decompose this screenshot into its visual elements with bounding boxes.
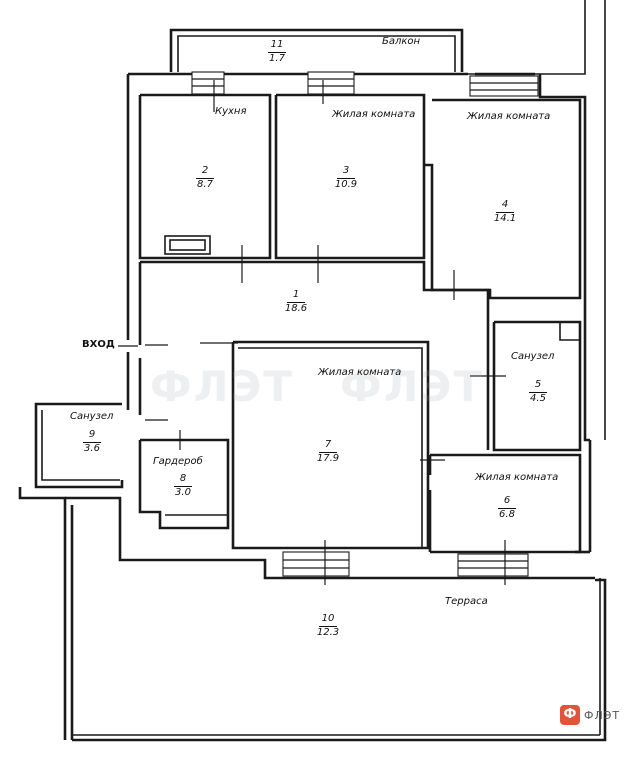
entrance-label: ВХОД [82, 339, 115, 350]
room-9-name: Санузел [70, 411, 114, 422]
room-10-name: Терраса [445, 596, 488, 607]
brand-logo-icon: Ф [560, 705, 580, 725]
bathroom9-walls [34, 402, 124, 489]
room3-walls [274, 93, 426, 260]
room-4-name: Жилая комната [467, 111, 551, 122]
kitchen-walls [138, 93, 272, 260]
room7-walls [231, 340, 430, 550]
room-11-name: Балкон [382, 36, 421, 47]
watermark-2: ФЛЭТ [340, 362, 485, 411]
room-6-name: Жилая комната [475, 472, 559, 483]
bathroom5-walls [492, 320, 582, 452]
exterior-walls [126, 72, 592, 554]
room-5-name: Санузел [511, 351, 555, 362]
watermark: ФЛЭТ [150, 362, 295, 411]
terrace-walls [18, 487, 607, 742]
room-7-name: Жилая комната [318, 367, 402, 378]
balcony-outline [169, 28, 464, 72]
hall-walls [140, 260, 490, 450]
brand-name: ФЛЭТ [584, 709, 621, 722]
room-8-name: Гардероб [153, 456, 203, 467]
room-3-name: Жилая комната [332, 109, 416, 120]
room-2-name: Кухня [215, 106, 247, 117]
wardrobe-walls [138, 438, 230, 530]
room4-walls [424, 98, 582, 300]
windows [191, 71, 539, 577]
door-marks [118, 80, 506, 585]
